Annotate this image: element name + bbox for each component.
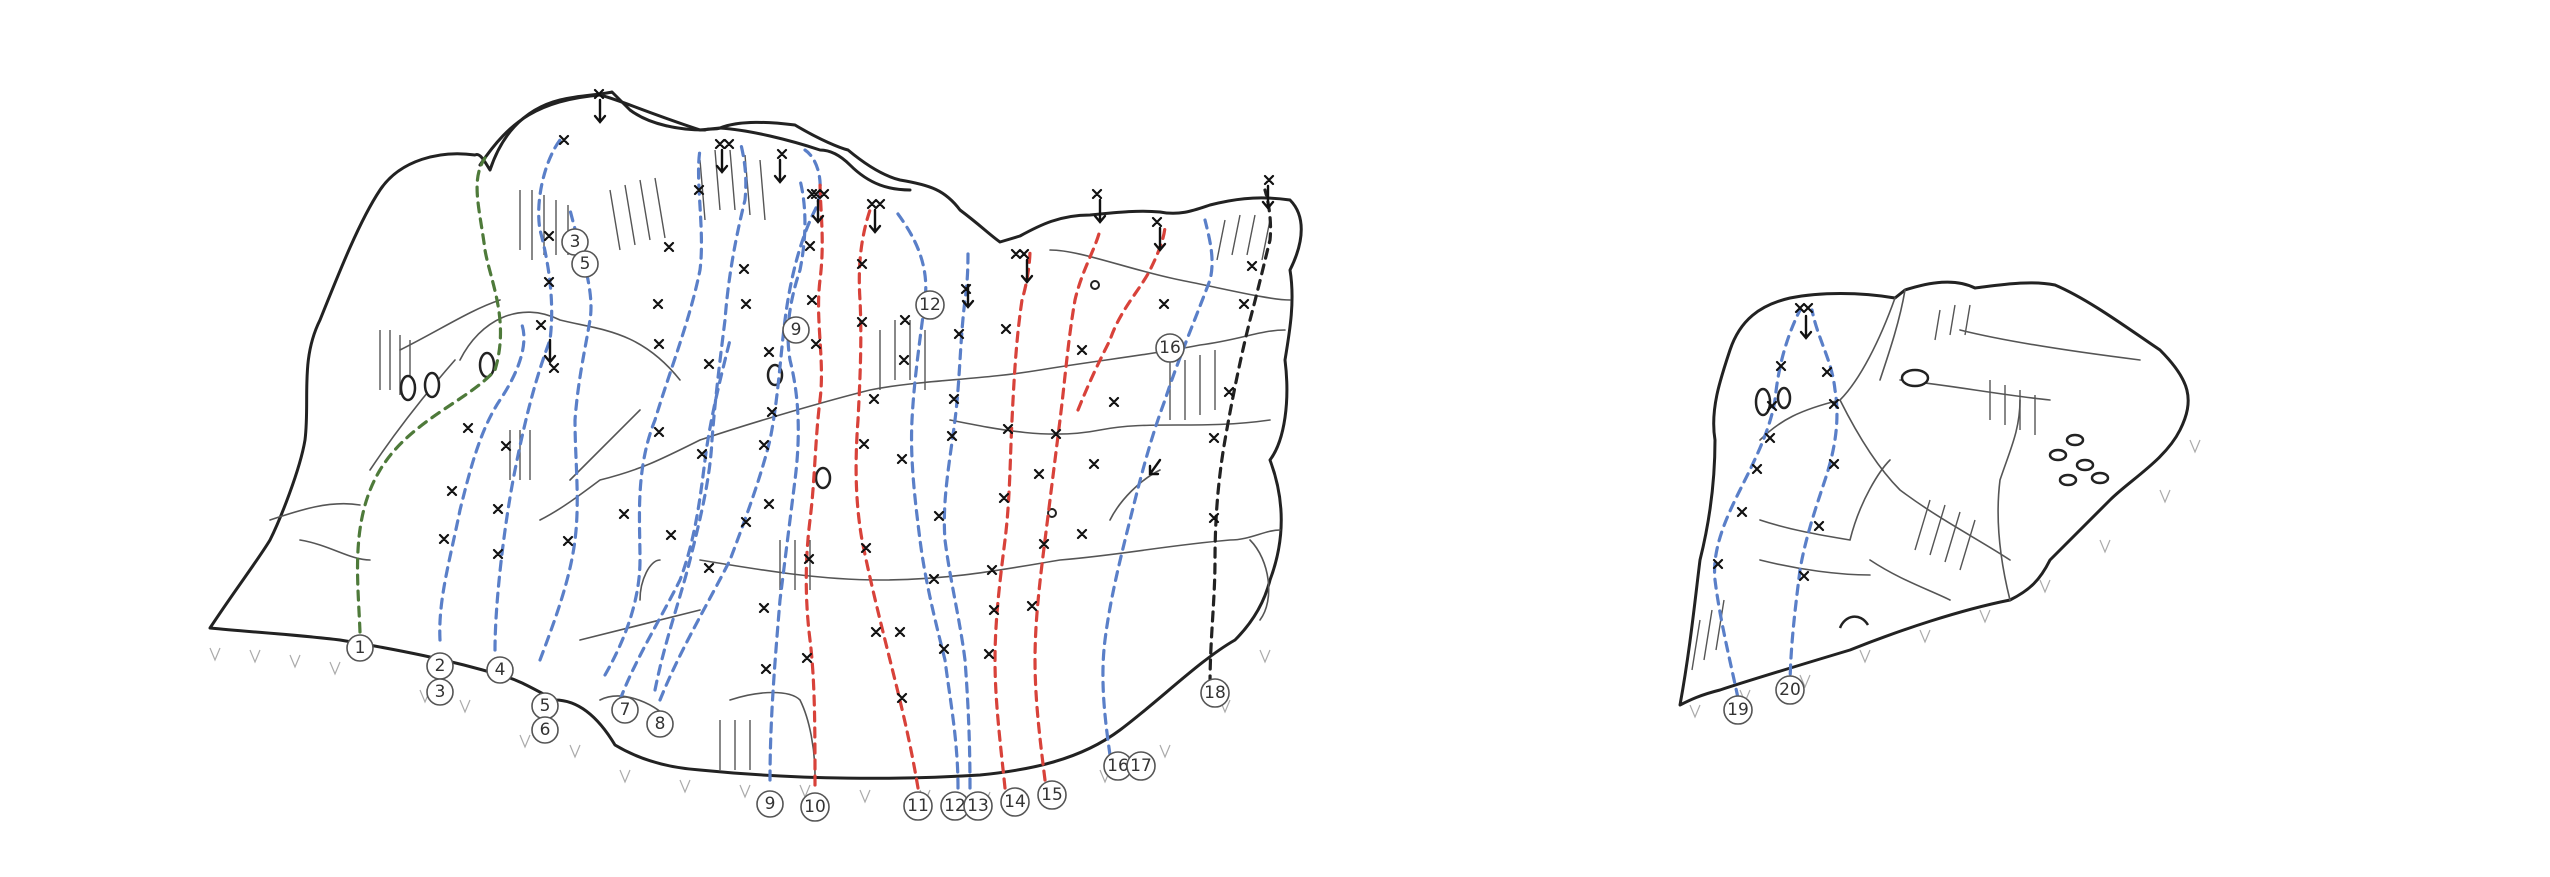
route-18 <box>1210 190 1271 685</box>
label-16-top: 16 <box>1156 334 1184 362</box>
svg-text:11: 11 <box>907 796 929 816</box>
svg-text:1: 1 <box>355 638 366 658</box>
route-11 <box>856 210 918 788</box>
label-1: 1 <box>347 635 373 661</box>
svg-text:8: 8 <box>655 714 666 734</box>
label-6: 6 <box>532 717 558 743</box>
route-15 <box>1035 230 1100 780</box>
route-16 <box>1103 220 1212 755</box>
svg-text:13: 13 <box>967 796 989 816</box>
side-boulder-outline <box>1680 282 2188 705</box>
label-19: 19 <box>1724 696 1752 724</box>
label-2: 2 <box>427 653 453 679</box>
svg-text:5: 5 <box>580 254 591 274</box>
svg-text:14: 14 <box>1004 792 1026 812</box>
svg-text:7: 7 <box>620 700 631 720</box>
hatching <box>380 150 1270 770</box>
route-6 <box>620 340 730 700</box>
svg-text:12: 12 <box>944 796 966 816</box>
svg-text:2: 2 <box>435 656 446 676</box>
svg-text:18: 18 <box>1204 683 1226 703</box>
svg-text:6: 6 <box>540 720 551 740</box>
side-rock-features <box>1760 290 2140 600</box>
svg-text:3: 3 <box>570 232 581 252</box>
svg-text:4: 4 <box>495 660 506 680</box>
label-9: 9 <box>757 791 783 817</box>
svg-text:10: 10 <box>804 797 826 817</box>
ground-vegetation <box>210 648 1270 804</box>
svg-text:3: 3 <box>435 682 446 702</box>
label-15: 15 <box>1038 781 1066 809</box>
svg-text:20: 20 <box>1779 680 1801 700</box>
label-4: 4 <box>487 657 513 683</box>
label-20: 20 <box>1776 676 1804 704</box>
svg-text:19: 19 <box>1727 700 1749 720</box>
route-14 <box>995 250 1030 788</box>
label-14: 14 <box>1001 788 1029 816</box>
label-5: 5 <box>532 693 558 719</box>
route-9 <box>770 180 805 780</box>
label-18: 18 <box>1201 679 1229 707</box>
label-7: 7 <box>612 697 638 723</box>
svg-text:12: 12 <box>919 295 941 315</box>
svg-text:17: 17 <box>1130 756 1152 776</box>
side-hatching <box>1692 305 2035 670</box>
side-boulder <box>1680 282 2200 717</box>
bolt-markers <box>440 90 1273 702</box>
svg-text:15: 15 <box>1041 785 1063 805</box>
svg-text:5: 5 <box>540 696 551 716</box>
label-8: 8 <box>647 711 673 737</box>
label-10: 10 <box>801 793 829 821</box>
svg-text:9: 9 <box>791 320 802 340</box>
svg-text:16: 16 <box>1107 756 1129 776</box>
label-9-top: 9 <box>783 317 809 343</box>
svg-text:9: 9 <box>765 794 776 814</box>
route-19 <box>1715 310 1800 698</box>
route-5 <box>605 150 701 675</box>
label-3: 3 <box>427 679 453 705</box>
label-17: 17 <box>1127 752 1155 780</box>
route-20 <box>1790 310 1837 690</box>
route-number-labels: 1 2 3 3 4 5 5 6 7 8 9 9 10 11 12 12 13 1… <box>347 229 1804 821</box>
label-5-top: 5 <box>572 251 598 277</box>
route-8 <box>660 150 820 700</box>
label-12-top: 12 <box>916 291 944 319</box>
main-boulder <box>210 90 1301 804</box>
label-13: 13 <box>964 792 992 820</box>
label-11: 11 <box>904 792 932 820</box>
svg-text:16: 16 <box>1159 338 1181 358</box>
main-boulder-outline <box>210 92 1301 778</box>
